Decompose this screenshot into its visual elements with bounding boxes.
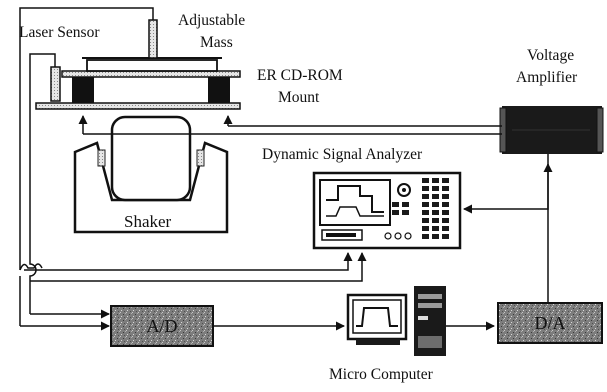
er-cdrom-label-line1: ER CD-ROM <box>257 67 343 84</box>
shaker <box>73 115 229 234</box>
adjustable-mass-label-line2: Mass <box>200 34 233 51</box>
base-plate <box>35 102 241 110</box>
ad-converter-block <box>110 305 214 347</box>
laser-sensor-cable-top <box>29 53 56 128</box>
da-converter-block <box>497 302 603 344</box>
mass-sensor-icon <box>148 19 158 59</box>
top-plate <box>61 70 241 78</box>
laser-sensor-icon <box>50 66 61 102</box>
er-cdrom-label-line2: Mount <box>278 89 320 106</box>
adjustable-mass-label-line1: Adjustable <box>178 12 246 29</box>
wire-to-analyzer-2 <box>30 252 367 282</box>
dynamic-signal-analyzer <box>312 171 462 250</box>
wire-to-analyzer-1 <box>24 252 353 271</box>
voltage-amplifier <box>499 106 604 154</box>
ad-label: A/D <box>147 316 178 336</box>
da-label: D/A <box>535 313 566 333</box>
micro-computer-label: Micro Computer <box>329 366 433 383</box>
laser-sensor-label: Laser Sensor <box>19 24 100 41</box>
er-damper-left <box>72 77 94 103</box>
amp-to-analyzer <box>463 154 549 214</box>
shaker-trunnion-right <box>196 149 205 167</box>
shaker-armature <box>110 115 192 202</box>
voltage-amplifier-label-line2: Amplifier <box>516 69 578 86</box>
micro-computer <box>346 286 446 356</box>
adjustable-mass <box>86 59 218 72</box>
mass-sensor-cable <box>19 7 154 270</box>
signal-analyzer-label: Dynamic Signal Analyzer <box>262 146 423 163</box>
er-damper-right <box>208 77 230 103</box>
shaker-trunnion-left <box>97 149 106 167</box>
shaker-label: Shaker <box>124 212 172 231</box>
analyzer-screen <box>319 179 391 226</box>
er-cdrom-mount <box>35 57 241 110</box>
voltage-amplifier-label-line1: Voltage <box>527 47 575 64</box>
wiring <box>19 7 553 331</box>
